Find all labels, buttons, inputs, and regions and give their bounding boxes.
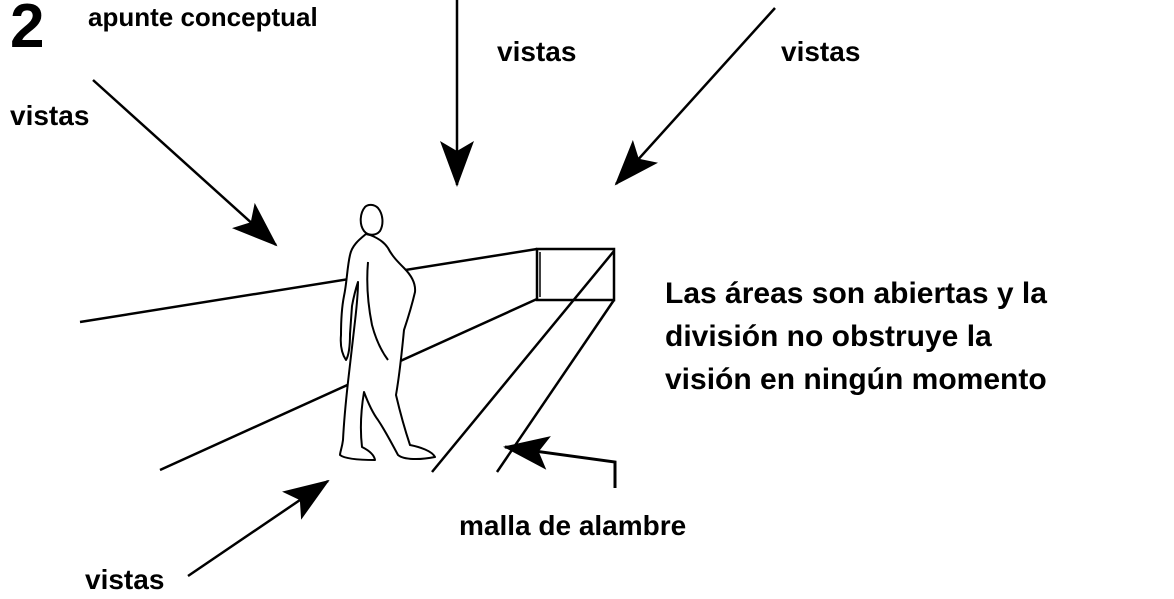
corridor-top-line xyxy=(79,247,538,324)
description-text: Las áreas son abiertas y la división no … xyxy=(665,272,1047,401)
view-label-bottom: vistas xyxy=(85,564,165,595)
diagram-title: apunte conceptual xyxy=(88,2,318,32)
mesh-label: malla de alambre xyxy=(459,510,687,541)
view-label-left: vistas xyxy=(10,100,90,131)
mesh-pointer-arrow xyxy=(503,436,617,488)
description-line-1: Las áreas son abiertas y la xyxy=(665,277,1047,310)
view-label-top: vistas xyxy=(497,36,577,67)
corridor-floor-line-2 xyxy=(495,299,616,473)
diagram-number: 2 xyxy=(10,0,45,61)
view-label-top-right: vistas xyxy=(781,36,861,67)
description-line-3: visión en ningún momento xyxy=(665,363,1047,396)
mesh-panel-end xyxy=(535,247,616,302)
view-arrow-bottom xyxy=(187,479,330,578)
walking-person xyxy=(339,203,436,461)
corridor-floor-line-1 xyxy=(431,250,615,473)
view-arrow-left xyxy=(92,79,278,247)
description-line-2: división no obstruye la xyxy=(665,320,992,353)
view-arrow-top-right xyxy=(614,7,776,186)
